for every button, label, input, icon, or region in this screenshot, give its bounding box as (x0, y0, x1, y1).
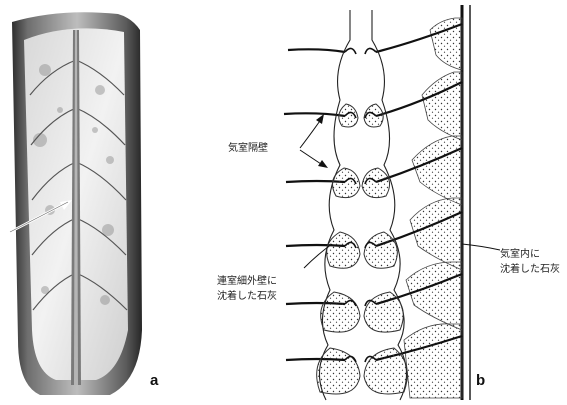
label-cameral-deposit-1: 気室内に (500, 247, 540, 262)
label-septa: 気室隔壁 (228, 141, 268, 156)
panel-letter-a: a (150, 372, 158, 389)
label-connecting-ring-deposit-2: 沈着した石灰 (217, 289, 277, 304)
shell-wall (462, 5, 470, 400)
cameral-deposits (404, 18, 462, 398)
fossil-photo (0, 0, 190, 405)
label-cameral-deposit-2: 沈着した石灰 (500, 262, 560, 277)
siphuncle-outline (319, 10, 406, 400)
schematic-panel: 気室隔壁 連室細外壁に 沈着した石灰 気室内に 沈着した石灰 b (200, 0, 567, 405)
siphuncular-deposits (317, 104, 408, 394)
label-connecting-ring-deposit-1: 連室細外壁に (217, 274, 277, 289)
panel-letter-b: b (476, 372, 485, 389)
siphuncle-schematic (200, 0, 567, 405)
fossil-photo-panel: a (0, 0, 190, 405)
